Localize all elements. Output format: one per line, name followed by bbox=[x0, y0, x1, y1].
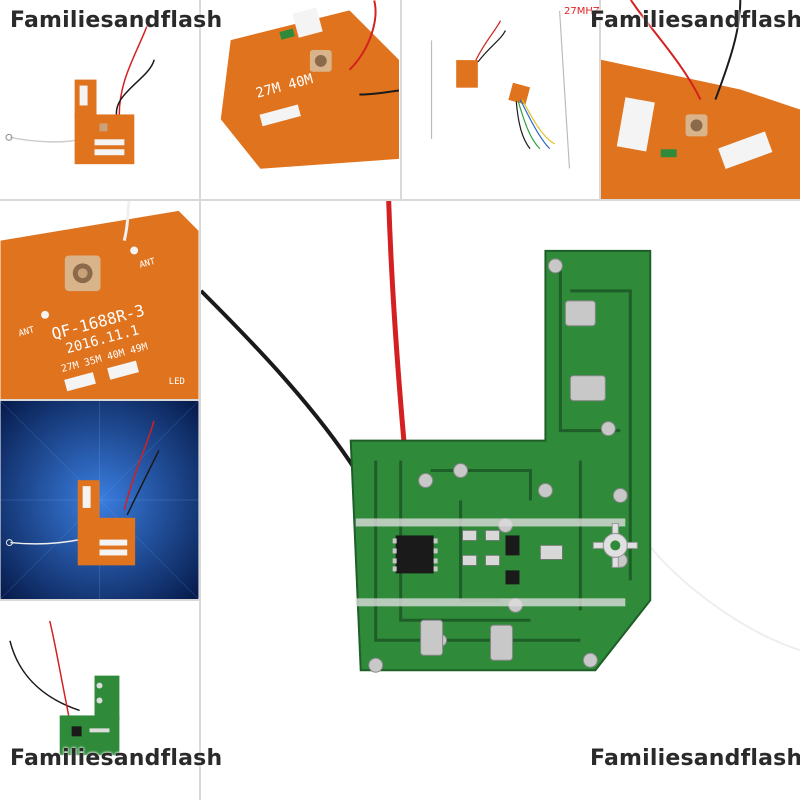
watermark-top-right: Familiesandflash bbox=[590, 8, 800, 33]
grid-divider bbox=[199, 0, 201, 200]
silkscreen-led: LED bbox=[169, 377, 185, 387]
thumbnail-orange-board-angle[interactable] bbox=[601, 0, 800, 199]
thumbnail-orange-board-silkscreen[interactable]: QF-1688R-3 2016.11.1 27M 35M 40M 49M ANT… bbox=[0, 201, 199, 399]
thumbnail-green-board-small[interactable] bbox=[0, 601, 199, 800]
silkscreen-ant-left: ANT bbox=[18, 325, 37, 339]
main-image-green-pcb[interactable] bbox=[201, 201, 800, 800]
thumbnail-orange-board-closeup[interactable]: 27M 40M bbox=[201, 0, 399, 199]
silkscreen-ant-right: ANT bbox=[138, 257, 157, 271]
watermark-bottom-right: Familiesandflash bbox=[590, 746, 800, 771]
grid-divider bbox=[400, 0, 402, 200]
grid-divider bbox=[0, 399, 200, 401]
grid-divider bbox=[599, 0, 601, 200]
grid-divider bbox=[0, 199, 800, 201]
thumbnail-orange-board-wires[interactable] bbox=[0, 0, 199, 199]
watermark-top-left: Familiesandflash bbox=[10, 8, 223, 33]
grid-divider bbox=[199, 200, 201, 800]
grid-divider bbox=[0, 599, 200, 601]
watermark-bottom-left: Familiesandflash bbox=[10, 746, 223, 771]
thumbnail-board-with-antenna[interactable]: 27MHZ bbox=[402, 0, 599, 199]
frequency-label: 27MHZ bbox=[564, 6, 599, 17]
thumbnail-board-blue-background[interactable] bbox=[0, 401, 199, 599]
